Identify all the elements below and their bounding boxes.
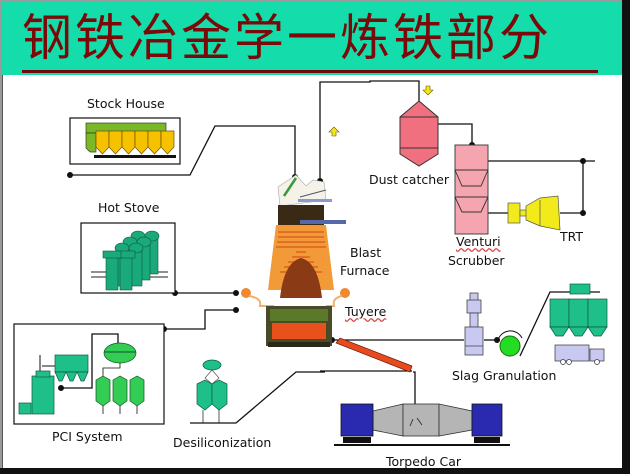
pci-mill: [18, 354, 89, 415]
label-pci-system: PCI System: [52, 429, 123, 444]
iron-runner: [335, 337, 413, 373]
label-slag-granulation: Slag Granulation: [452, 368, 557, 383]
tuyere-left: [241, 288, 274, 307]
label-dust-catcher: Dust catcher: [369, 172, 449, 187]
title-underline: [22, 70, 598, 73]
slag-truck: [554, 344, 605, 365]
connection-lines: [70, 80, 600, 424]
label-trt: TRT: [560, 229, 584, 244]
label-scrubber: Scrubber: [448, 253, 505, 268]
bottom-border: [0, 468, 630, 474]
right-border: [622, 0, 630, 474]
title-banner: [2, 2, 622, 75]
stock-hoppers: [95, 130, 175, 155]
line-desiliconization: [190, 371, 325, 424]
pci-injection-tanks: [95, 342, 145, 414]
label-hot-stove: Hot Stove: [98, 200, 160, 215]
page-title: 钢铁冶金学一炼铁部分: [22, 9, 552, 67]
label-tuyere: Tuyere: [345, 304, 387, 319]
slag-granulator: [464, 292, 484, 356]
trt-turbine: [507, 195, 561, 231]
line-pci-to-tuyere: [164, 309, 236, 330]
line-runner-to-torpedo: [413, 371, 416, 408]
label-venturi: Venturi: [456, 234, 501, 249]
junction-dot: [233, 290, 239, 296]
slag-silos: [549, 283, 608, 337]
granulation-drum: [497, 330, 523, 357]
line-furnace-to-dust-catcher: [319, 80, 420, 180]
pci-system: [13, 323, 165, 425]
desiliconization-unit: [196, 359, 228, 423]
label-desiliconization: Desiliconization: [173, 435, 272, 450]
junction-dot: [233, 307, 239, 313]
torpedo-car: [334, 403, 510, 446]
arrow-up-icon: [328, 126, 340, 137]
blast-furnace: [241, 174, 350, 347]
line-stock-to-furnace: [70, 125, 296, 177]
hot-stove: [80, 222, 176, 294]
arrow-down-icon: [422, 85, 434, 96]
label-blast-furnace-2: Furnace: [340, 263, 390, 278]
label-stock-house: Stock House: [87, 96, 165, 111]
label-blast-furnace-1: Blast: [350, 245, 382, 260]
label-torpedo-car: Torpedo Car: [386, 454, 462, 469]
junction-dot: [580, 158, 586, 164]
venturi-scrubber: [454, 144, 489, 235]
junction-dot: [67, 172, 73, 178]
junction-dot: [580, 210, 586, 216]
stock-house: [69, 117, 181, 165]
tuyere-right: [326, 288, 350, 307]
line-dust-to-venturi: [438, 123, 473, 145]
dust-catcher: [399, 100, 439, 167]
stove-towers: [102, 230, 160, 291]
